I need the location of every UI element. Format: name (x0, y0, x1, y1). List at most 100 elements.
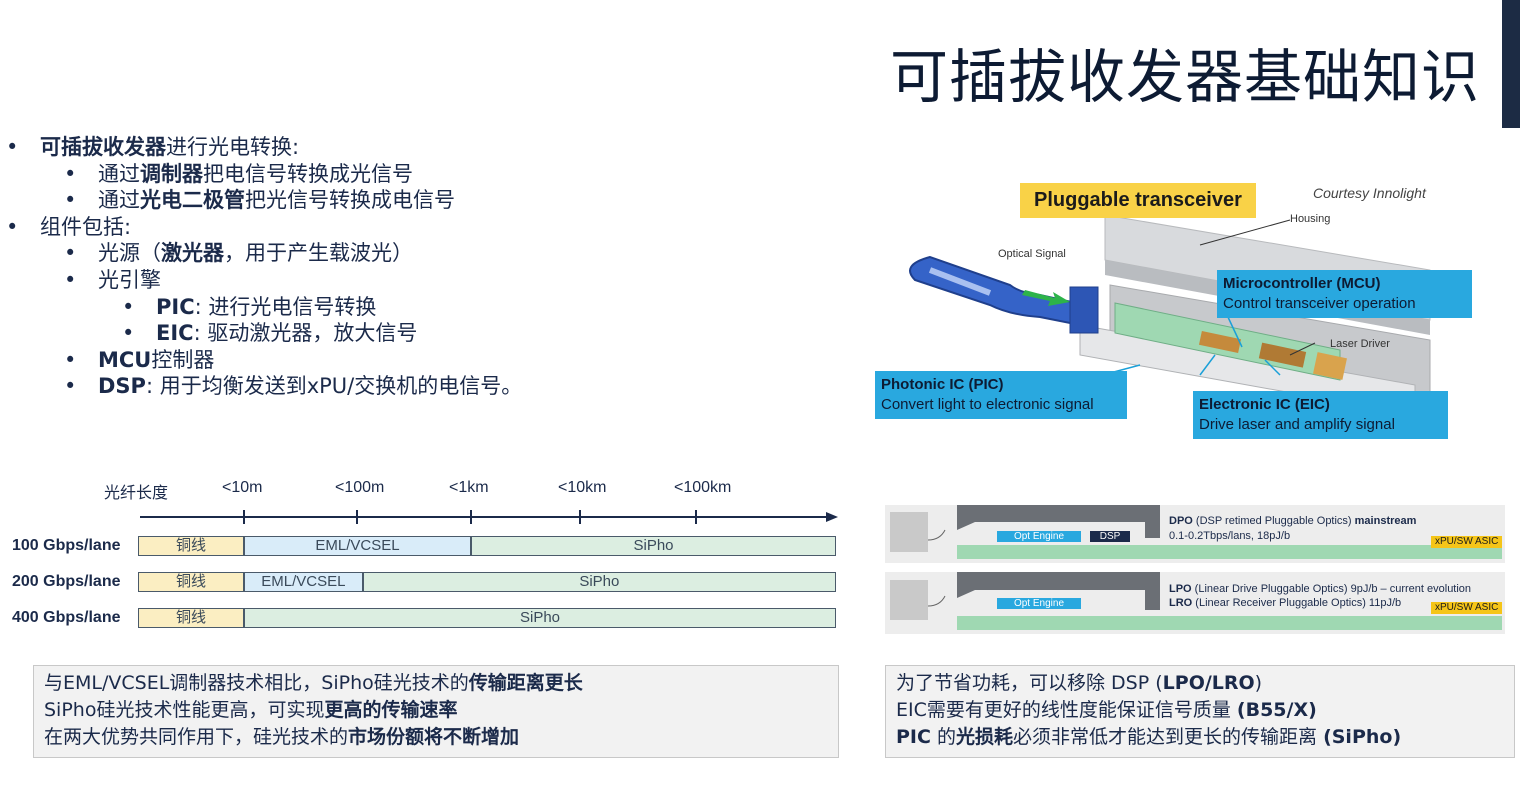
bullet-dot-icon: • (64, 188, 77, 213)
text-run: 光源（ (98, 241, 161, 266)
text-run: SiPho硅光技术性能更高，可实现 (44, 699, 325, 721)
text-run: ，用于产生载波光） (224, 241, 413, 266)
tick-label: <100km (674, 479, 732, 496)
summary-line: PIC 的光损耗必须非常低才能达到更长的传输距离 (SiPho) (896, 724, 1504, 751)
summary-line: SiPho硅光技术性能更高，可实现更高的传输速率 (44, 697, 828, 724)
summary-box-power: 为了节省功耗，可以移除 DSP (LPO/LRO) EIC需要有更好的线性度能保证… (885, 665, 1515, 758)
lane-segment-si: SiPho (471, 536, 836, 556)
bullet-level-3: • EIC: 驱动激光器，放大信号 (122, 319, 418, 347)
lane-segment-si: SiPho (244, 608, 836, 628)
bold-text: MCU (98, 347, 152, 372)
bold-text: 更高的传输速率 (324, 699, 458, 721)
summary-line: 在两大优势共同作用下，硅光技术的市场份额将不断增加 (44, 724, 828, 751)
lane-label: 400 Gbps/lane (12, 609, 121, 626)
mcu-desc: Control transceiver operation (1223, 295, 1416, 312)
lane-segment-eml: EML/VCSEL (244, 536, 471, 556)
bold-text: 市场份额将不断增加 (348, 726, 520, 748)
laser-driver-label: Laser Driver (1330, 338, 1390, 350)
bold-text: LPO/LRO (1162, 672, 1255, 694)
axis-label: 光纤长度 (104, 485, 169, 502)
text-run: EIC需要有更好的线性度能保证信号质量 (896, 699, 1237, 721)
bullet-level-2: • 光源（激光器，用于产生载波光） (64, 239, 413, 267)
lane-segment-cu: 铜线 (138, 572, 244, 592)
bold-text: EIC (156, 321, 194, 346)
lane-segment-cu: 铜线 (138, 536, 244, 556)
bullet-dot-icon: • (64, 347, 77, 372)
courtesy-text: Courtesy Innolight (1313, 185, 1426, 201)
page-title: 可插拔收发器基础知识 (889, 43, 1480, 111)
bullet-dot-icon: • (122, 294, 135, 319)
bullet-dot-icon: • (6, 135, 19, 159)
bullet-dot-icon: • (6, 214, 19, 239)
dpo-lpo-panel: Opt Engine DSP xPU/SW ASIC DPO (DSP reti… (885, 500, 1510, 640)
bullet-level-2: • DSP: 用于均衡发送到xPU/交换机的电信号。 (64, 372, 523, 400)
bold-text: 激光器 (161, 241, 224, 266)
text-run: 的 (930, 726, 956, 748)
dpo-dsp-chip: DSP (1090, 531, 1130, 542)
bold-text: 可插拔收发器 (40, 135, 166, 159)
dpo-lpo-illustration (885, 505, 1505, 634)
text-run: : 进行光电信号转换 (194, 294, 377, 319)
text-run: : 驱动激光器，放大信号 (193, 321, 418, 346)
bullet-dot-icon: • (64, 268, 77, 292)
mcu-title: Microcontroller (MCU) (1223, 275, 1381, 292)
bullet-level-2: • 光引擎 (64, 266, 161, 294)
lane-segment-eml: EML/VCSEL (244, 572, 363, 592)
bold-text: 传输距离更长 (468, 672, 583, 694)
bold-text: PIC (896, 726, 931, 748)
pic-desc: Convert light to electronic signal (881, 396, 1094, 413)
lpo-asic-label: xPU/SW ASIC (1431, 602, 1503, 614)
text-run: 必须非常低才能达到更长的传输距离 (1013, 726, 1324, 748)
bullet-level-1: • 组件包括: (6, 213, 132, 241)
lane-label: 200 Gbps/lane (12, 573, 121, 590)
lro-title: LRO (Linear Receiver Pluggable Optics) 1… (1169, 597, 1402, 609)
bullet-dot-icon: • (64, 374, 77, 399)
bold-text: (SiPho) (1323, 726, 1402, 748)
text-run: 通过 (98, 161, 140, 186)
tick-label: <10m (222, 479, 263, 496)
text-run: 把电信号转换成光信号 (203, 161, 413, 186)
text-run: 通过 (98, 188, 140, 213)
lane-segment-cu: 铜线 (138, 608, 244, 628)
text-run: ) (1254, 672, 1263, 694)
text-run: 把光信号转换成电信号 (245, 188, 455, 213)
bold-text: DSP (98, 374, 146, 399)
optical-signal-arrow-icon (1022, 290, 1070, 306)
bullet-level-2: •MCU控制器 (64, 346, 214, 374)
lpo-opt-engine: Opt Engine (997, 598, 1081, 609)
bold-text: PIC (156, 294, 195, 319)
bullet-level-2: •通过调制器把电信号转换成光信号 (64, 160, 413, 188)
bullet-dot-icon: • (122, 321, 135, 346)
lane-label: 100 Gbps/lane (12, 537, 121, 554)
lpo-title: LPO (Linear Drive Pluggable Optics) 9pJ/… (1169, 583, 1472, 595)
text-run: 组件包括: (40, 214, 132, 239)
fiber-length-timeline: 光纤长度 <10m <100m <1km <10km <100km 100 Gbps/l… (0, 470, 850, 640)
eic-desc: Drive laser and amplify signal (1199, 416, 1395, 433)
pic-title: Photonic IC (PIC) (881, 376, 1004, 393)
summary-line: EIC需要有更好的线性度能保证信号质量 (B55/X) (896, 697, 1504, 724)
bullet-level-2: •通过光电二极管把光信号转换成电信号 (64, 186, 455, 214)
bullet-level-1: • 可插拔收发器进行光电转换: (6, 133, 300, 161)
tick-label: <1km (449, 479, 489, 496)
dpo-asic-label: xPU/SW ASIC (1431, 536, 1503, 548)
pluggable-transceiver-label: Pluggable transceiver (1020, 183, 1256, 218)
text-run: 进行光电转换: (166, 135, 300, 159)
summary-line: 与EML/VCSEL调制器技术相比，SiPho硅光技术的传输距离更长 (44, 670, 828, 697)
text-run: 在两大优势共同作用下，硅光技术的 (44, 726, 349, 748)
mcu-callout: Microcontroller (MCU) Control transceive… (1217, 270, 1472, 318)
bold-text: (B55/X) (1236, 699, 1317, 721)
tick-label: <100m (335, 479, 385, 496)
timeline-axis (140, 510, 838, 524)
title-accent-bar (1502, 0, 1520, 128)
text-run: : 用于均衡发送到xPU/交换机的电信号。 (145, 374, 523, 399)
housing-label: Housing (1290, 213, 1331, 225)
axis-arrow-icon (826, 512, 838, 522)
eic-callout: Electronic IC (EIC) Drive laser and ampl… (1193, 391, 1448, 439)
text-run: 为了节省功耗，可以移除 DSP ( (896, 672, 1163, 694)
bullet-dot-icon: • (64, 241, 77, 266)
tick-label: <10km (558, 479, 607, 496)
bullet-dot-icon: • (64, 161, 77, 186)
text-run: 光引擎 (98, 268, 161, 292)
bold-text: 光损耗 (956, 726, 1014, 748)
